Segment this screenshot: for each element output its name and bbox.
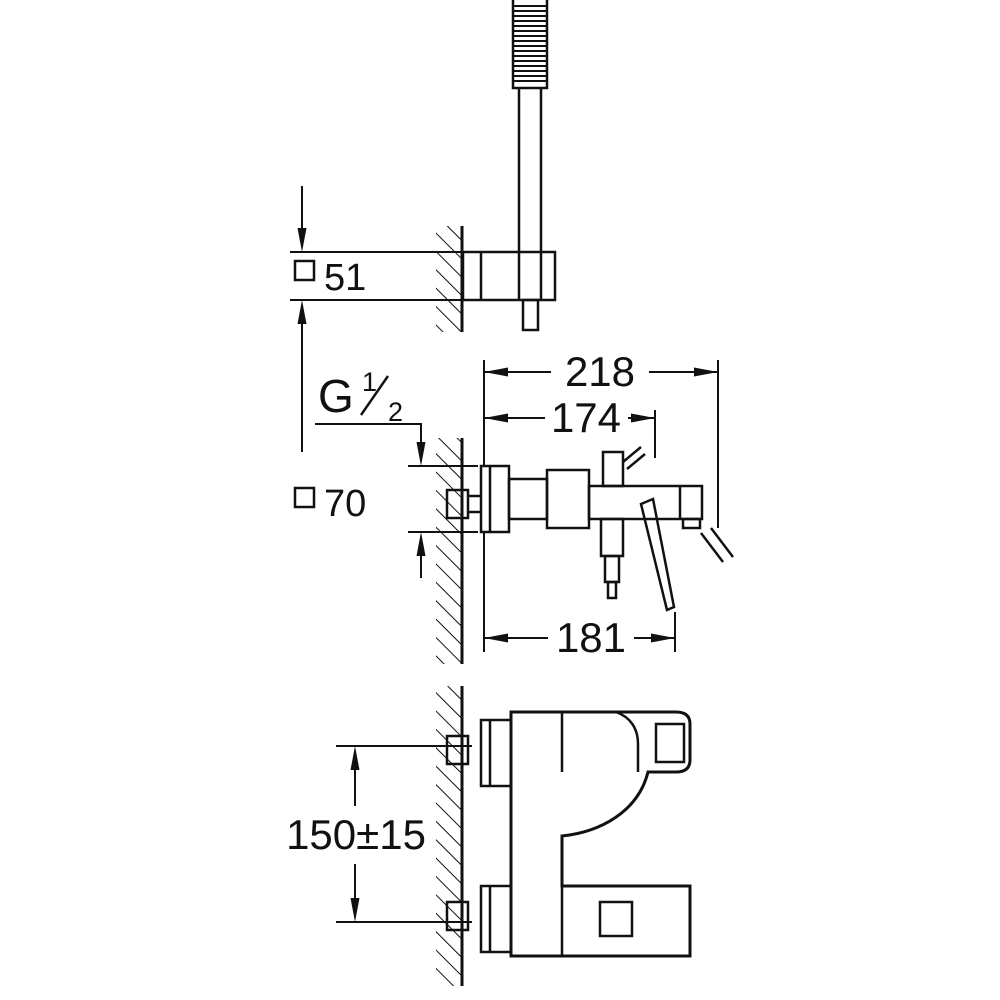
hose-outlet xyxy=(599,517,625,600)
wall-hatch-bottom xyxy=(436,686,462,986)
lever-handle-front xyxy=(615,710,686,772)
wall-hatch-middle xyxy=(436,438,462,664)
dimension-label-51: 51 xyxy=(324,257,366,299)
arrowhead-left xyxy=(484,633,508,643)
escutcheon-side xyxy=(479,464,511,534)
water-jet-line xyxy=(710,527,734,558)
arrowhead-left xyxy=(484,413,508,423)
wall-union-nut-top xyxy=(445,734,470,766)
arrowhead-left xyxy=(484,367,508,377)
arrowhead-up xyxy=(416,532,426,556)
wall-union-nut-bottom xyxy=(445,900,470,932)
grip-knurl-lines xyxy=(513,5,547,82)
hand-shower-view xyxy=(436,0,557,332)
dimension-label-181: 181 xyxy=(556,614,626,661)
dimension-218: 218 xyxy=(483,348,719,528)
lever-handle-side xyxy=(639,497,676,612)
handle-grip-face xyxy=(654,722,686,764)
dimension-label-218: 218 xyxy=(565,348,635,395)
connection-pipe xyxy=(507,477,549,521)
dimension-51: 51 xyxy=(290,186,462,452)
cartridge-housing xyxy=(545,468,591,530)
arrowhead-up xyxy=(297,300,307,324)
arrowhead-right xyxy=(651,633,675,643)
shower-holder-bracket xyxy=(461,250,557,332)
square-spout-opening xyxy=(598,900,634,938)
spout-outlet xyxy=(678,486,734,563)
thread-letter: G xyxy=(318,370,354,422)
body-outline-front xyxy=(509,710,692,958)
diverter-knob xyxy=(601,446,646,488)
arrowhead-down xyxy=(350,898,360,922)
escutcheon-front-top xyxy=(479,718,513,788)
dimension-150: 150±15 xyxy=(286,745,472,923)
mixer-front-view xyxy=(436,686,692,986)
dimension-label-150: 150±15 xyxy=(286,811,426,858)
grip-outline xyxy=(511,0,549,90)
dimension-181: 181 xyxy=(483,532,676,661)
holder-outline xyxy=(461,250,557,302)
arrowhead-right xyxy=(631,413,655,423)
fraction-slash xyxy=(359,375,390,416)
dimension-174: 174 xyxy=(484,394,656,458)
arrowhead-right xyxy=(694,367,718,377)
thread-label-g-half: G 1 2 xyxy=(315,367,422,444)
dimension-label-174: 174 xyxy=(551,394,621,441)
square-symbol-icon xyxy=(293,486,316,509)
dimension-label-70: 70 xyxy=(324,483,366,525)
hand-shower-handle xyxy=(517,88,543,300)
wall-hatch-top xyxy=(436,226,462,332)
escutcheon-front-bottom xyxy=(479,884,513,954)
arrowhead-down xyxy=(297,228,307,252)
square-symbol-icon xyxy=(293,259,316,282)
thread-numerator: 1 xyxy=(362,367,377,397)
hose-stub xyxy=(521,298,540,332)
wall-union-nut xyxy=(445,488,470,520)
water-jet-line xyxy=(700,532,724,563)
mixer-side-view xyxy=(436,438,734,664)
arrowhead-up xyxy=(350,746,360,770)
leader-line xyxy=(315,423,422,444)
hand-shower-grip xyxy=(511,0,549,90)
thread-denominator: 2 xyxy=(388,397,403,427)
arrowhead-down xyxy=(416,442,426,466)
aerator xyxy=(681,517,702,530)
